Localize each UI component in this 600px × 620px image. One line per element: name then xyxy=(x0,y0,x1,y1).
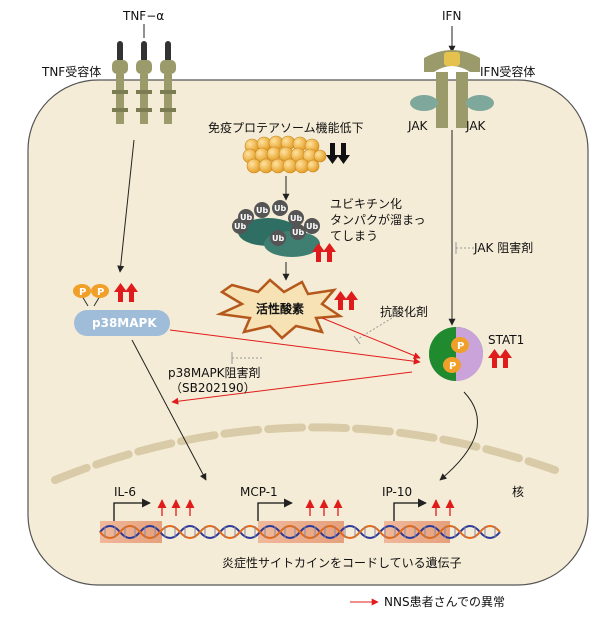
nucleus-membrane xyxy=(51,423,559,484)
tnf-to-p38-arrow xyxy=(117,139,135,273)
mcp1-label: MCP-1 xyxy=(240,485,278,499)
svg-text:Ub: Ub xyxy=(240,213,252,222)
legend-label: NNS患者さんでの異常 xyxy=(384,595,505,609)
stat1-to-nucleus-arrow xyxy=(439,391,478,481)
stat1-icon: P P xyxy=(429,327,483,381)
p38-to-nucleus-arrow xyxy=(131,339,207,481)
stat1-label: STAT1 xyxy=(488,333,524,347)
svg-text:P: P xyxy=(457,341,464,352)
ros-to-stat1-arrow xyxy=(321,317,421,359)
ip10-increase-arrows-icon xyxy=(431,499,455,516)
svg-text:Ub: Ub xyxy=(292,228,304,237)
svg-text:Ub: Ub xyxy=(306,222,318,231)
phospho-p38-icon: P P xyxy=(73,284,109,307)
jak-left-shape xyxy=(410,95,438,111)
dna-strand xyxy=(99,521,501,543)
il6-label: IL-6 xyxy=(114,485,136,499)
stat1-increase-arrows-icon xyxy=(488,349,512,368)
nucleus-label: 核 xyxy=(512,485,524,499)
mcp1-promoter-arrow xyxy=(257,498,293,521)
antioxidant-inhibition-line xyxy=(355,317,393,341)
svg-text:Ub: Ub xyxy=(274,204,286,213)
tnf-alpha-label: TNF−α xyxy=(122,9,164,23)
decrease-arrows-icon xyxy=(326,143,350,164)
p38mapk-label: p38MAPK xyxy=(92,316,157,330)
tnf-receptor-group xyxy=(112,24,176,124)
svg-text:P: P xyxy=(449,361,456,372)
ubiquitin-text-line1: ユビキチン化 xyxy=(330,197,402,211)
genes-caption: 炎症性サイトカインをコードしている遺伝子 xyxy=(222,555,462,570)
jak-right-label: JAK xyxy=(465,119,487,133)
ifn-label: IFN xyxy=(442,9,461,23)
p38mapk-box xyxy=(74,310,170,336)
jak-inhibitor-label: JAK 阻害剤 xyxy=(473,240,533,255)
proteasome-label: 免疫プロテアソーム機能低下 xyxy=(208,120,364,135)
ip10-promoter-arrow xyxy=(393,498,427,521)
p38-increase-arrows-icon xyxy=(114,283,138,302)
jak-right-shape xyxy=(466,95,494,111)
svg-text:P: P xyxy=(79,287,86,298)
ros-increase-arrows-icon xyxy=(334,291,358,310)
ub-increase-arrows-icon xyxy=(312,243,336,262)
antioxidant-label: 抗酸化剤 xyxy=(380,304,428,319)
p38-inhibitor-label-line1: p38MAPK阻害剤 xyxy=(168,365,261,380)
ifn-receptor xyxy=(410,26,494,128)
ubiquitin-text-line2: タンパクが溜まっ xyxy=(330,212,426,227)
il6-increase-arrows-icon xyxy=(157,499,195,516)
ip10-label: IP-10 xyxy=(382,485,412,499)
ros-burst xyxy=(215,278,344,340)
jak-left-label: JAK xyxy=(407,119,429,133)
svg-text:Ub: Ub xyxy=(290,214,302,223)
ifn-receptor-label: IFN受容体 xyxy=(480,64,535,79)
ubiquitin-text-line3: てしまう xyxy=(330,229,378,243)
svg-text:P: P xyxy=(97,287,104,298)
svg-text:Ub: Ub xyxy=(256,206,268,215)
svg-text:Ub: Ub xyxy=(272,234,284,243)
svg-text:Ub: Ub xyxy=(234,222,246,231)
proteasome-icon xyxy=(242,135,327,174)
cell-body xyxy=(27,79,589,586)
il6-promoter-arrow xyxy=(113,498,151,521)
ros-label: 活性酸素 xyxy=(256,301,304,316)
p38-inhibitor-label-line2: （SB202190） xyxy=(170,381,256,395)
tnf-receptor-label: TNF受容体 xyxy=(41,64,101,79)
mcp1-increase-arrows-icon xyxy=(305,499,343,516)
stat1-to-left-arrow xyxy=(171,371,413,405)
ubiquitinated-protein-icon: Ub Ub Ub Ub Ub Ub Ub Ub xyxy=(232,200,320,257)
p38-to-stat1-arrow xyxy=(169,329,421,365)
